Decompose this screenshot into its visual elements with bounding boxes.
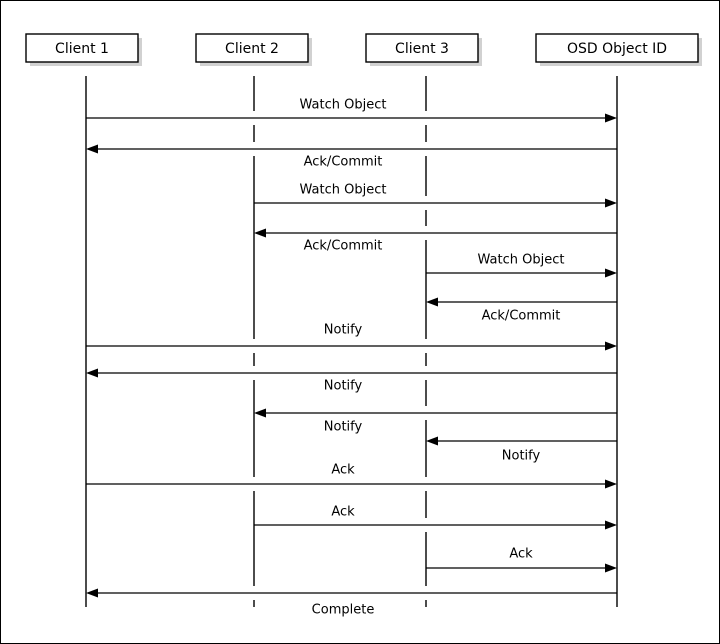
- message-label: Ack: [331, 505, 355, 520]
- participant-label: OSD Object ID: [567, 41, 667, 57]
- participant-box[interactable]: [195, 33, 309, 63]
- message-label: Watch Object: [300, 98, 387, 113]
- message-label: Ack: [509, 547, 533, 562]
- message-label: Ack/Commit: [482, 309, 561, 324]
- message-arrowhead: [254, 408, 266, 418]
- message-arrowhead: [605, 113, 617, 123]
- message-label: Watch Object: [300, 183, 387, 198]
- message-label: Ack/Commit: [304, 155, 383, 170]
- message-8[interactable]: Notify: [254, 408, 617, 435]
- message-arrowhead: [605, 198, 617, 208]
- message-arrowhead: [605, 520, 617, 530]
- message-6[interactable]: Notify: [86, 323, 617, 351]
- message-2[interactable]: Watch Object: [254, 183, 617, 208]
- message-arrowhead: [605, 479, 617, 489]
- message-label: Notify: [324, 379, 363, 394]
- participant-label: Client 1: [55, 41, 109, 57]
- message-arrowhead: [426, 436, 438, 446]
- participant-client2[interactable]: Client 2: [195, 33, 312, 66]
- message-arrowhead: [254, 228, 266, 238]
- message-9[interactable]: Notify: [426, 436, 617, 464]
- message-label: Complete: [312, 603, 375, 618]
- participant-client1[interactable]: Client 1: [25, 33, 142, 66]
- message-label: Ack: [331, 463, 355, 478]
- message-12[interactable]: Ack: [426, 547, 617, 573]
- message-arrowhead: [86, 588, 98, 598]
- participant-osd[interactable]: OSD Object ID: [535, 33, 702, 66]
- message-arrowhead: [605, 563, 617, 573]
- participant-label: Client 3: [395, 41, 449, 57]
- message-label: Ack/Commit: [304, 239, 383, 254]
- message-11[interactable]: Ack: [254, 505, 617, 530]
- participant-label: Client 2: [225, 41, 279, 57]
- message-arrowhead: [426, 297, 438, 307]
- message-13[interactable]: Complete: [86, 588, 617, 618]
- participant-box[interactable]: [365, 33, 479, 63]
- message-label: Notify: [324, 420, 363, 435]
- message-label: Watch Object: [478, 253, 565, 268]
- message-0[interactable]: Watch Object: [86, 98, 617, 123]
- message-1[interactable]: Ack/Commit: [86, 144, 617, 170]
- participant-box[interactable]: [535, 33, 699, 63]
- message-label: Notify: [502, 449, 541, 464]
- message-7[interactable]: Notify: [86, 368, 617, 394]
- participant-client3[interactable]: Client 3: [365, 33, 482, 66]
- message-5[interactable]: Ack/Commit: [426, 297, 617, 324]
- message-arrowhead: [605, 268, 617, 278]
- participant-box[interactable]: [25, 33, 139, 63]
- message-4[interactable]: Watch Object: [426, 253, 617, 278]
- message-arrowhead: [605, 341, 617, 351]
- message-10[interactable]: Ack: [86, 463, 617, 489]
- message-arrowhead: [86, 144, 98, 154]
- message-3[interactable]: Ack/Commit: [254, 228, 617, 254]
- message-arrowhead: [86, 368, 98, 378]
- message-label: Notify: [324, 323, 363, 338]
